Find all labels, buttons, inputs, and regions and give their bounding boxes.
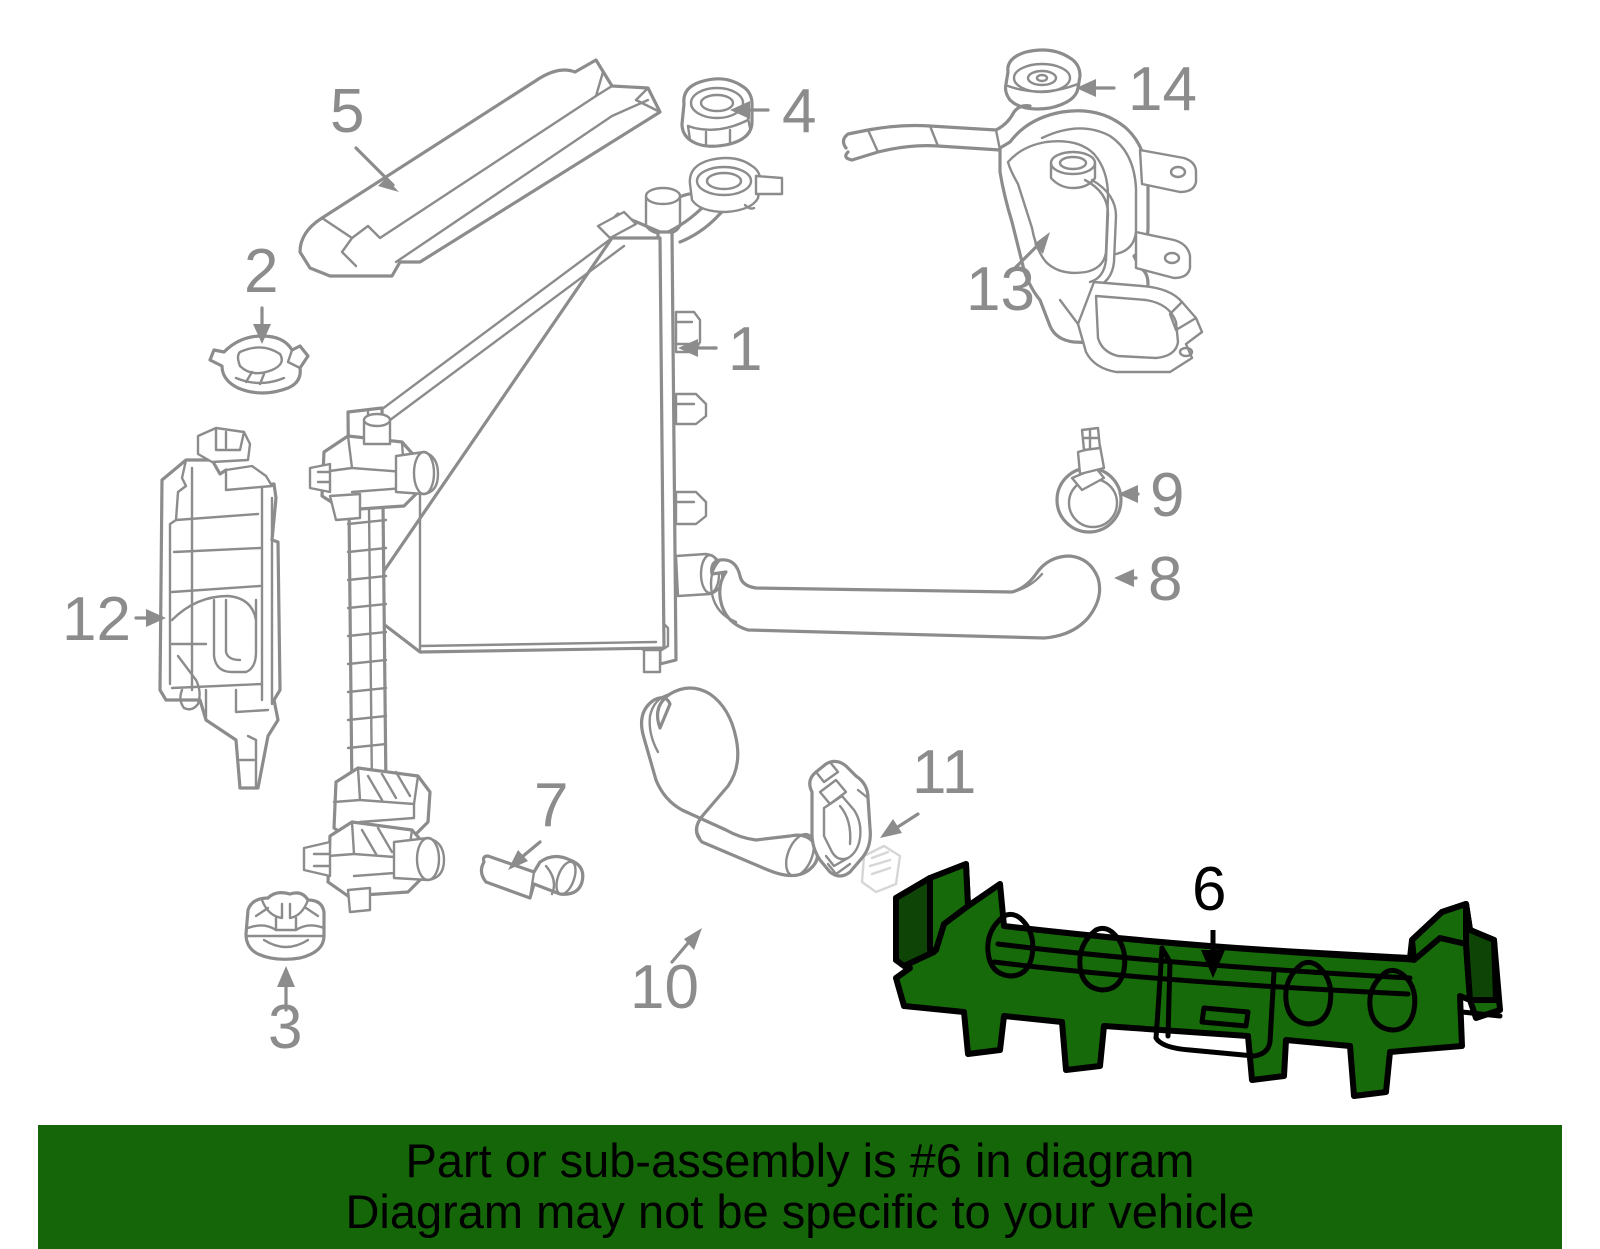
notice-banner: Part or sub-assembly is #6 in diagram Di…	[38, 1125, 1562, 1249]
callout-8: 8	[1114, 545, 1182, 614]
part-3-lower-isolator	[244, 891, 326, 961]
callout-2-label: 2	[244, 237, 278, 306]
part-7-mounting-bolt	[479, 854, 585, 900]
callout-7-label: 7	[534, 771, 568, 840]
part-10-lower-hose	[640, 686, 820, 878]
callout-14: 14	[1076, 55, 1197, 124]
part-4-radiator-cap	[680, 77, 754, 148]
notice-line-1: Part or sub-assembly is #6 in diagram	[405, 1134, 1195, 1188]
part-2-upper-isolator	[208, 334, 310, 395]
callout-1-label: 1	[728, 315, 762, 384]
callout-11-label: 11	[912, 738, 976, 807]
callout-12: 12	[62, 585, 166, 654]
callout-7: 7	[508, 771, 568, 870]
callout-6-label: 6	[1192, 855, 1226, 924]
part-1-radiator-assembly	[302, 156, 784, 914]
part-12-side-air-seal	[158, 426, 282, 790]
watermark-glyph	[860, 844, 902, 894]
notice-line-2: Diagram may not be specific to your vehi…	[345, 1185, 1255, 1238]
callout-10: 10	[630, 928, 702, 1022]
callout-13-label: 13	[966, 255, 1035, 324]
callout-1: 1	[678, 315, 762, 384]
callout-6: 6	[1192, 855, 1226, 978]
callout-3: 3	[268, 966, 302, 1062]
callout-9-label: 9	[1150, 461, 1184, 530]
callout-8-label: 8	[1148, 545, 1182, 614]
callout-10-label: 10	[630, 953, 699, 1022]
callout-11: 11	[880, 738, 976, 838]
callout-12-label: 12	[62, 585, 131, 654]
part-8-upper-hose	[709, 554, 1102, 640]
part-6-lower-air-dam	[893, 861, 1503, 1099]
part-13-coolant-reservoir	[841, 104, 1204, 374]
clip-hole	[985, 911, 1418, 1033]
callout-5: 5	[330, 77, 399, 192]
part-5-upper-air-seal	[298, 58, 662, 278]
callout-4: 4	[730, 77, 816, 146]
callout-4-label: 4	[782, 77, 816, 146]
callout-13: 13	[966, 232, 1050, 324]
part-9-hose-clamp	[1055, 426, 1123, 534]
part-14-reservoir-cap	[1003, 48, 1082, 111]
callout-5-label: 5	[330, 77, 364, 146]
callout-14-label: 14	[1128, 55, 1197, 124]
part-11-temperature-sensor	[808, 759, 872, 878]
callout-9: 9	[1118, 461, 1184, 530]
callout-2: 2	[244, 237, 278, 344]
